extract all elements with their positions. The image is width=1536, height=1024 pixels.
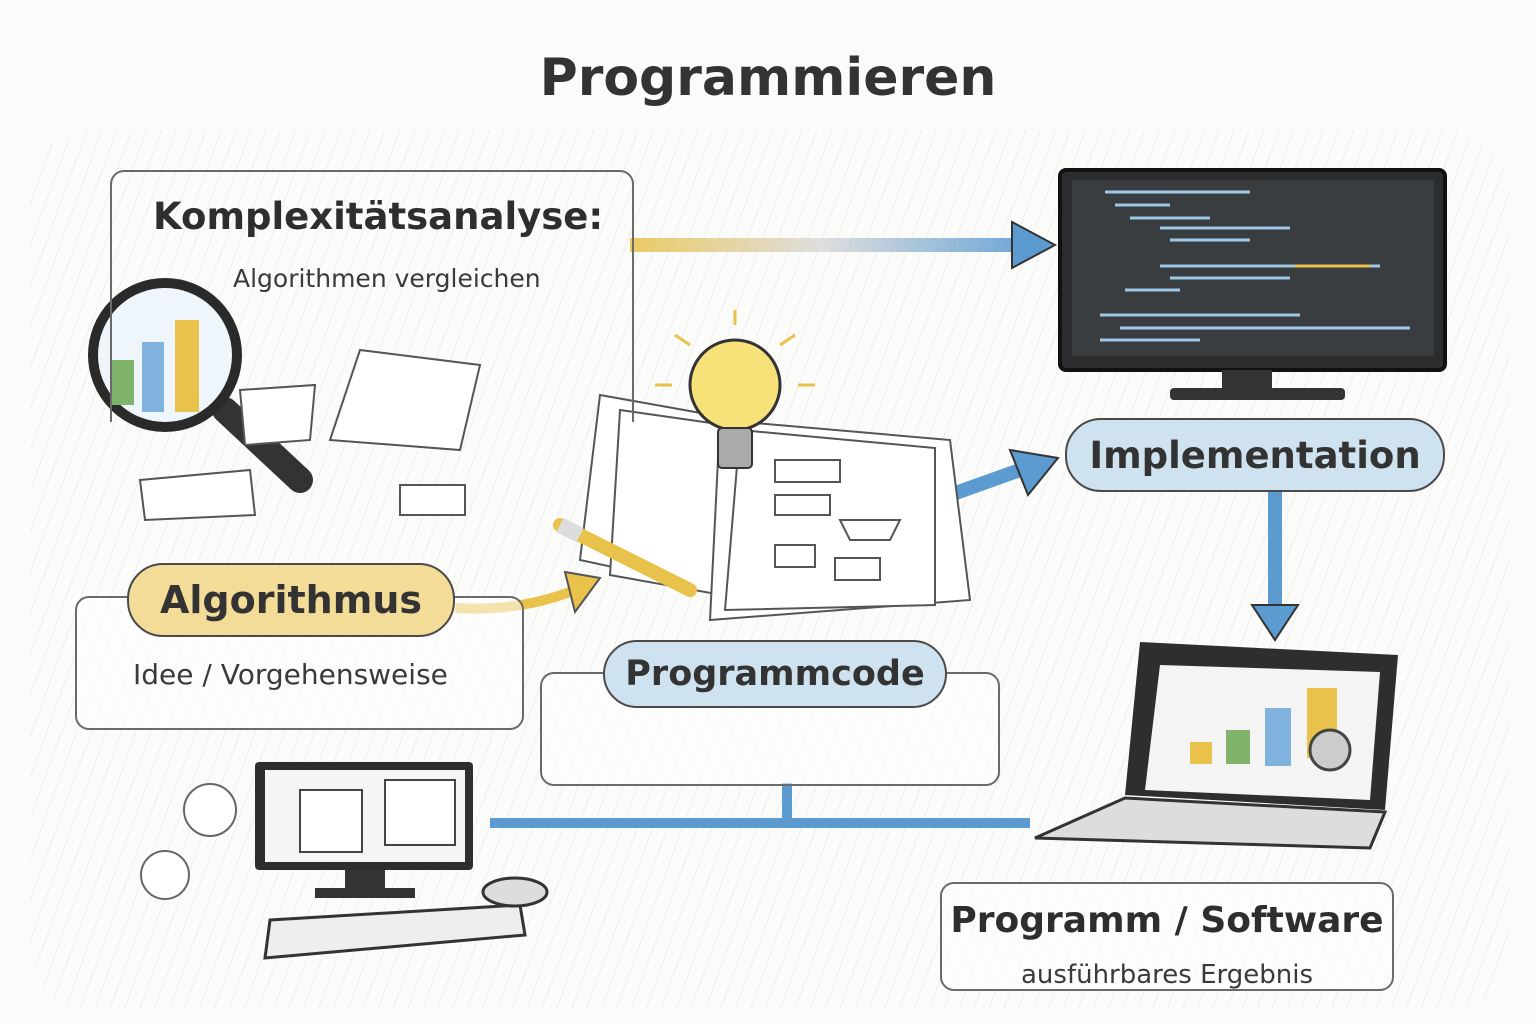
software-box [940,882,1394,991]
pencil-icon [553,517,697,597]
algorithm-pill: Algorithmus [127,563,455,637]
software-subtitle: ausführbares Ergebnis [1020,960,1314,990]
complexity-box [110,170,634,422]
page-title: Programmieren [539,48,997,108]
lightbulb-icon [655,310,815,469]
laptop-chart-icon [1034,642,1398,850]
arrow-implementation-to-software [1250,490,1300,642]
implementation-pill: Implementation [1065,418,1445,492]
magnifier-chart-icon [88,278,313,493]
desktop-computer-icon [140,762,549,960]
connector-lines [490,783,1030,828]
complexity-subtitle: Algorithmen vergleichen [233,264,541,293]
complexity-title: Komplexitätsanalyse: [153,195,604,238]
arrow-complexity-to-implementation [630,220,1058,270]
code-pill: Programmcode [603,640,947,708]
monitor-code-icon [1058,168,1447,400]
arrow-code-to-implementation [947,448,1060,502]
algorithm-subtitle: Idee / Vorgehensweise [133,658,448,691]
software-title: Programm / Software [950,900,1384,941]
